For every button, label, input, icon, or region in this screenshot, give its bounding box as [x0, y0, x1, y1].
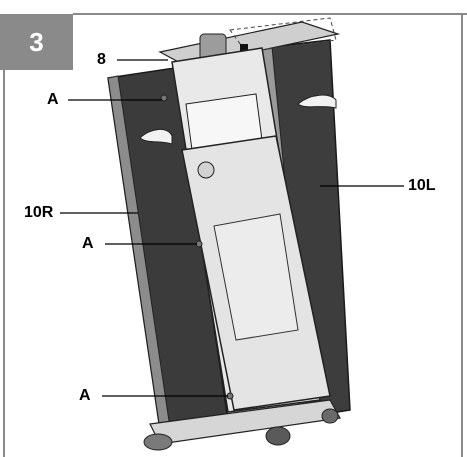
callout-a-bottom: A — [79, 387, 91, 404]
castor-right — [265, 426, 291, 446]
callout-10l: 10L — [408, 177, 436, 194]
castor-left — [143, 433, 173, 451]
heater-back-body — [171, 47, 331, 413]
handle-slot-right — [297, 94, 337, 109]
callout-8: 8 — [97, 51, 106, 68]
base-with-castors — [143, 399, 341, 451]
step-number-badge: 3 — [0, 14, 73, 70]
handle-slot-left — [139, 129, 173, 145]
screw-a-top — [160, 94, 168, 102]
callout-a-top: A — [47, 91, 59, 108]
step-number: 3 — [29, 26, 44, 57]
callout-10r: 10R — [24, 204, 54, 221]
callout-a-middle: A — [82, 235, 94, 252]
gas-bottle-hole — [197, 161, 215, 179]
door-recess — [213, 213, 299, 341]
